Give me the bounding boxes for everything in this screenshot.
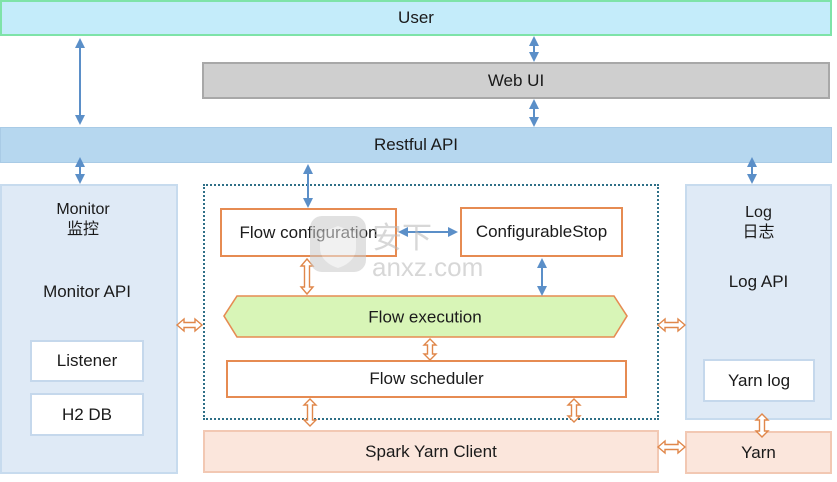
yarn-label: Yarn: [741, 442, 776, 462]
configurable-stop-box: ConfigurableStop: [460, 207, 623, 257]
restful-api-layer: Restful API: [0, 127, 832, 163]
monitor-title-en: Monitor: [56, 201, 110, 218]
monitor-title: Monitor 监控: [0, 198, 166, 242]
spark-yarn-client-box: Spark Yarn Client: [203, 430, 659, 473]
user-layer: User: [0, 0, 832, 36]
yarn-box: Yarn: [685, 431, 832, 474]
log-title: Log 日志: [685, 202, 832, 244]
arrow-monitor-core: [175, 317, 204, 333]
listener-label: Listener: [56, 351, 118, 370]
monitor-api-label: Monitor API: [43, 282, 131, 301]
yarn-log-label: Yarn log: [727, 370, 791, 390]
configurable-stop-label: ConfigurableStop: [475, 222, 608, 241]
spark-yarn-client-label: Spark Yarn Client: [365, 441, 497, 461]
log-api-label: Log API: [728, 272, 789, 291]
h2-db-box: H2 DB: [30, 393, 144, 436]
flow-configuration-box: Flow configuration: [220, 208, 397, 257]
core-engine-frame: [203, 184, 659, 420]
arrow-spark-yarn: [656, 439, 687, 455]
h2-db-label: H2 DB: [61, 404, 113, 424]
web-ui-label: Web UI: [487, 70, 545, 90]
monitor-title-cn: 监控: [66, 221, 99, 238]
flow-scheduler-label: Flow scheduler: [369, 369, 484, 388]
user-label: User: [398, 8, 434, 27]
restful-api-label: Restful API: [373, 135, 459, 154]
flow-configuration-label: Flow configuration: [239, 222, 378, 242]
web-ui-layer: Web UI: [202, 62, 830, 99]
arrow-core-log: [656, 317, 687, 333]
log-title-cn: 日志: [742, 224, 775, 241]
flow-scheduler-box: Flow scheduler: [226, 360, 627, 398]
yarn-log-box: Yarn log: [703, 359, 815, 402]
log-title-en: Log: [745, 204, 772, 221]
listener-box: Listener: [30, 340, 144, 382]
